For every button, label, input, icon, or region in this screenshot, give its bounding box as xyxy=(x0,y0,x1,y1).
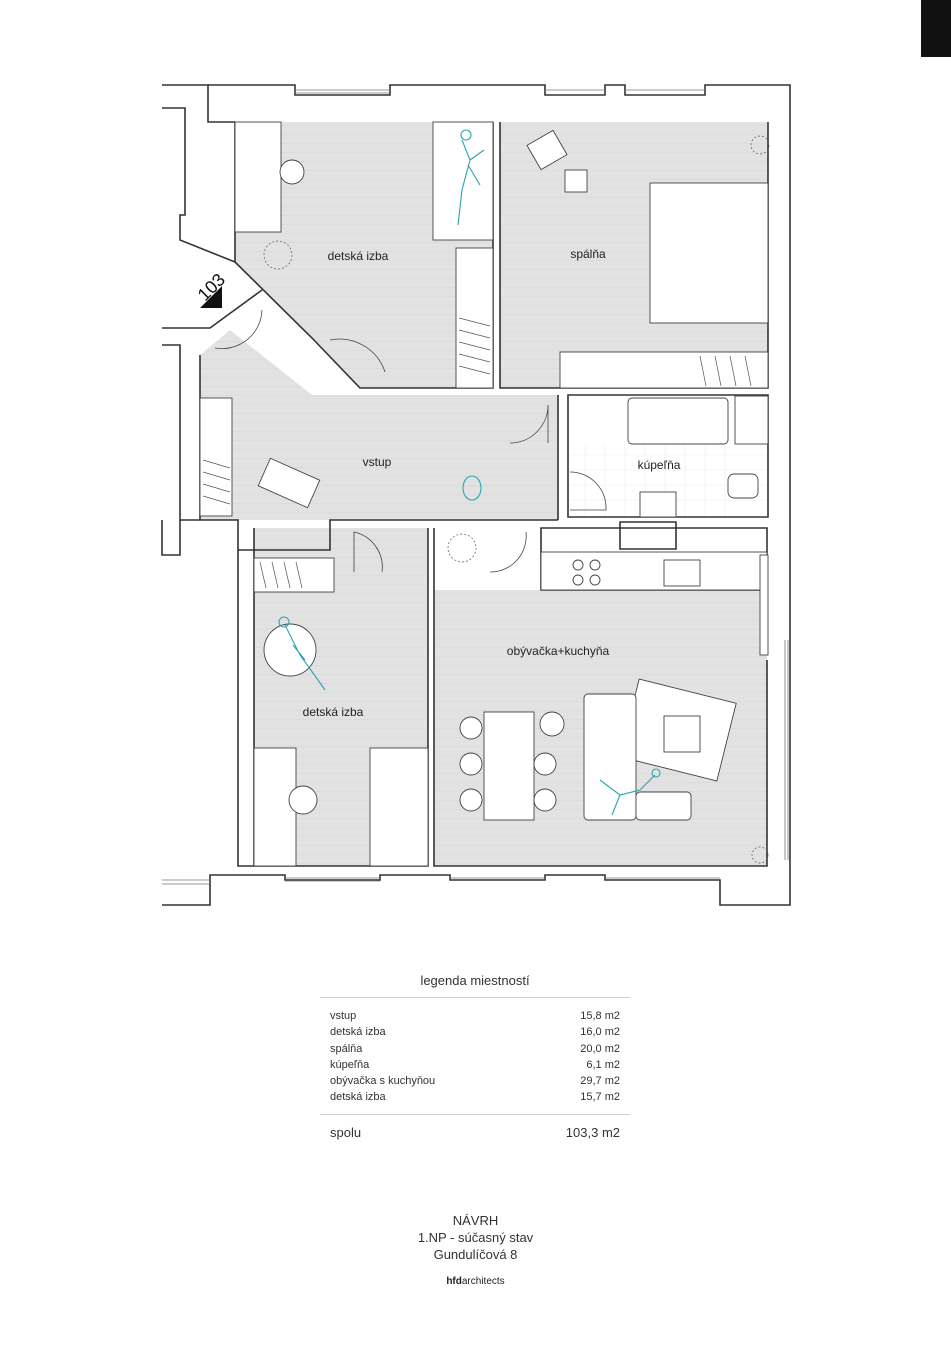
coffee-table xyxy=(663,715,701,753)
plants xyxy=(263,135,770,864)
chair-bottom-room xyxy=(288,785,318,815)
drawing-address: Gundulíčová 8 xyxy=(433,1247,518,1262)
dining-chair xyxy=(539,711,565,737)
bathtub xyxy=(627,397,729,445)
floor-plan: 103 detská izba spálňa vstup kúpeľňa obý… xyxy=(161,84,791,906)
dining-chair xyxy=(459,788,483,812)
person-head xyxy=(651,768,661,778)
hob-ring xyxy=(572,559,584,571)
legend-room-area: 6,1 m2 xyxy=(586,1058,620,1071)
dining-chair xyxy=(459,752,483,776)
armchair-bedroom xyxy=(526,129,568,171)
room-label-kupelna: kúpeľňa xyxy=(638,458,681,472)
legend-room-area: 20,0 m2 xyxy=(580,1042,620,1055)
entry-rug xyxy=(257,457,321,509)
people-figures xyxy=(278,129,661,816)
bed-top-room xyxy=(432,121,494,241)
dining-chair xyxy=(533,788,557,812)
door-swings xyxy=(214,309,607,573)
entrance-marker-icon xyxy=(200,286,222,308)
shower-box xyxy=(734,395,769,445)
logo-rest: architects xyxy=(461,1276,505,1287)
architect-logo: hfdarchitects xyxy=(0,1276,951,1287)
dog xyxy=(462,475,482,501)
legend-row: spálňa 20,0 m2 xyxy=(330,1041,620,1057)
legend-room-area: 29,7 m2 xyxy=(580,1075,620,1088)
desk-top-room xyxy=(234,121,282,233)
wardrobe-bottom-room xyxy=(253,557,335,593)
furniture xyxy=(199,121,769,867)
legend-room-name: detská izba xyxy=(330,1026,386,1039)
chair-top-room xyxy=(279,159,305,185)
legend-room-name: kúpeľňa xyxy=(330,1058,370,1071)
legend-room-name: obývačka s kuchyňou xyxy=(330,1075,436,1088)
sofa xyxy=(583,693,637,821)
windows xyxy=(162,89,789,885)
person-beanbag xyxy=(284,624,326,691)
person-lying-top xyxy=(457,139,485,226)
room-label-vstup: vstup xyxy=(363,455,392,469)
bed-bottom-room xyxy=(369,747,429,867)
sink-bath xyxy=(639,491,677,518)
legend-row: obývačka s kuchyňou 29,7 m2 xyxy=(330,1073,620,1089)
legend-rows: vstup 15,8 m2 detská izba 16,0 m2 spálňa 20… xyxy=(320,998,630,1115)
legend-room-name: spálňa xyxy=(330,1042,363,1055)
shelf-living xyxy=(759,554,769,656)
dining-chair xyxy=(533,752,557,776)
hob-ring xyxy=(589,574,601,586)
hob-ring xyxy=(572,574,584,586)
legend-row: kúpeľňa 6,1 m2 xyxy=(330,1057,620,1073)
corner-mark xyxy=(921,0,951,57)
drawing-type: NÁVRH xyxy=(452,1213,499,1228)
toilet xyxy=(727,473,759,499)
legend-row: detská izba 15,7 m2 xyxy=(330,1089,620,1105)
room-label-obyvacka: obývačka+kuchyňa xyxy=(507,644,610,658)
room-label-spalna: spálňa xyxy=(570,247,606,261)
person-sofa xyxy=(599,774,656,816)
legend-room-area: 15,8 m2 xyxy=(580,1010,620,1022)
person-head xyxy=(460,129,472,141)
wardrobe-hangers xyxy=(202,317,752,589)
drawing-footer: NÁVRH 1.NP - súčasný stav Gundulíčová 8 … xyxy=(0,1212,951,1287)
legend-row: detská izba 16,0 m2 xyxy=(330,1024,620,1040)
dining-table xyxy=(483,711,535,821)
room-label-detska-izba-top: detská izba xyxy=(328,249,389,263)
legend-room-area: 16,0 m2 xyxy=(580,1026,620,1039)
wardrobe-bedroom xyxy=(559,351,769,389)
beanbag xyxy=(263,623,317,677)
person-head xyxy=(278,616,290,628)
legend-total: spolu 103,3 m2 xyxy=(320,1115,630,1140)
wardrobe-entry xyxy=(199,397,233,517)
legend-room-name: detská izba xyxy=(330,1091,386,1104)
drawing-floor: 1.NP - súčasný stav xyxy=(417,1230,534,1245)
sofa-chaise xyxy=(635,791,692,821)
hob-ring xyxy=(589,559,601,571)
desk-bottom-room xyxy=(253,747,297,867)
dining-chair xyxy=(459,716,483,740)
legend-row: vstup 15,8 m2 xyxy=(330,1008,620,1024)
legend-room-name: vstup xyxy=(330,1010,357,1022)
room-label-detska-izba-bottom: detská izba xyxy=(303,705,364,719)
legend-title: legenda miestností xyxy=(320,973,630,998)
side-table-bedroom xyxy=(564,169,588,193)
legend-room-area: 15,7 m2 xyxy=(580,1091,620,1104)
legend-total-label: spolu xyxy=(330,1124,362,1140)
kitchen-sink xyxy=(663,559,701,587)
logo-bold: hfd xyxy=(446,1276,462,1287)
wardrobe-top-room xyxy=(455,247,494,389)
bed-bedroom xyxy=(649,182,769,324)
room-legend: legenda miestností vstup 15,8 m2 detská i… xyxy=(320,973,630,1140)
legend-total-value: 103,3 m2 xyxy=(565,1124,620,1140)
floor-detska-izba-top xyxy=(235,122,493,388)
unit-number: 103 xyxy=(194,269,229,304)
